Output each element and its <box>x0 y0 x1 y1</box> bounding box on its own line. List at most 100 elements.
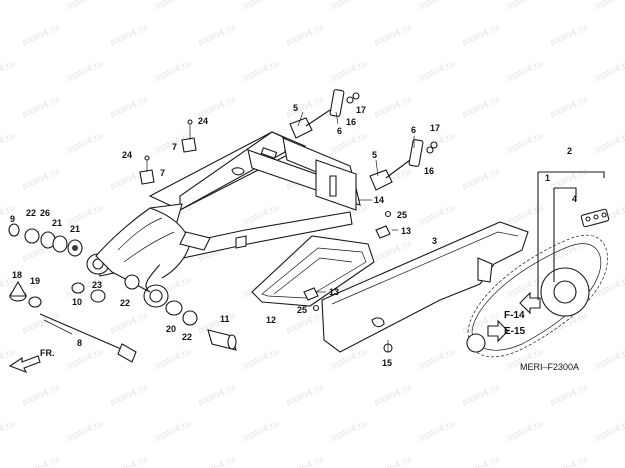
watermark-text: moto4.ru <box>549 382 589 409</box>
watermark-text: moto4.ru <box>197 382 237 409</box>
watermark-text: moto4.ru <box>65 58 105 85</box>
watermark-text: moto4.ru <box>505 418 545 445</box>
watermark-text: moto4.ru <box>241 418 281 445</box>
watermark-text: moto4.ru <box>329 0 369 13</box>
callout-22-top: 22 <box>26 208 36 218</box>
watermark-text: moto4.ru <box>549 94 589 121</box>
leader-lines <box>43 111 415 352</box>
watermark-text: moto4.ru <box>461 166 501 193</box>
watermark-text: moto4.ru <box>109 382 149 409</box>
front-direction-arrow: FR. <box>8 348 55 374</box>
watermark-text: moto4.ru <box>21 94 61 121</box>
watermark-text: moto4.ru <box>109 310 149 337</box>
watermark-text: moto4.ru <box>197 22 237 49</box>
callout-23: 23 <box>92 280 102 290</box>
watermark-text: moto4.ru <box>65 418 105 445</box>
diagram-code: MERI–F2300A <box>520 362 579 372</box>
callout-17-upper: 17 <box>356 105 366 115</box>
watermark-text: moto4.ru <box>505 130 545 157</box>
watermark-text: moto4.ru <box>505 202 545 229</box>
callout-24-upper: 24 <box>198 116 208 126</box>
watermark-text: moto4.ru <box>329 130 369 157</box>
callout-2: 2 <box>567 146 572 156</box>
watermark-text: moto4.ru <box>549 454 589 468</box>
watermark-text: moto4.ru <box>461 22 501 49</box>
watermark-text: moto4.ru <box>461 454 501 468</box>
slider-bolts <box>303 210 393 353</box>
watermark-text: moto4.ru <box>373 454 413 468</box>
watermark-text: moto4.ru <box>153 418 193 445</box>
watermark-text: moto4.ru <box>461 382 501 409</box>
watermark-text: moto4.ru <box>549 238 589 265</box>
watermark-text: moto4.ru <box>21 382 61 409</box>
callout-14: 14 <box>374 195 384 205</box>
watermark-text: moto4.ru <box>153 0 193 13</box>
watermark-text: moto4.ru <box>329 58 369 85</box>
watermark-text: moto4.ru <box>241 346 281 373</box>
callout-22-bottom: 22 <box>182 332 192 342</box>
watermark-text: moto4.ru <box>593 0 625 13</box>
callout-1: 1 <box>545 173 550 183</box>
watermark-text: moto4.ru <box>0 418 17 445</box>
direction-label: FR. <box>40 348 55 358</box>
watermark-text: moto4.ru <box>417 418 457 445</box>
callout-25-lower: 25 <box>297 305 307 315</box>
callout-6-lower: 6 <box>411 125 416 135</box>
watermark-text: moto4.ru <box>373 22 413 49</box>
watermark-text: moto4.ru <box>241 58 281 85</box>
watermark-text: moto4.ru <box>373 238 413 265</box>
watermark-text: moto4.ru <box>329 418 369 445</box>
watermark-text: moto4.ru <box>505 274 545 301</box>
watermark-text: moto4.ru <box>241 0 281 13</box>
watermark-text: moto4.ru <box>21 166 61 193</box>
callout-16-lower: 16 <box>424 166 434 176</box>
callout-labels: 1 2 3 4 5 5 6 6 7 7 8 9 10 11 12 13 13 1… <box>10 103 577 368</box>
upper-bolts <box>139 119 197 185</box>
callout-22-mid: 22 <box>120 298 130 308</box>
watermark-text: moto4.ru <box>461 94 501 121</box>
watermark-text: moto4.ru <box>329 346 369 373</box>
watermark-text: moto4.ru <box>21 454 61 468</box>
watermark-text: moto4.ru <box>109 94 149 121</box>
watermark-text: moto4.ru <box>593 58 625 85</box>
watermark-text: moto4.ru <box>109 22 149 49</box>
callout-6-upper: 6 <box>337 126 342 136</box>
callout-21-right: 21 <box>70 224 80 234</box>
watermark-text: moto4.ru <box>593 346 625 373</box>
watermark-text: moto4.ru <box>153 346 193 373</box>
callout-20: 20 <box>166 324 176 334</box>
callout-19: 19 <box>30 276 40 286</box>
callout-9: 9 <box>10 214 15 224</box>
watermark-text: moto4.ru <box>285 382 325 409</box>
watermark-text: moto4.ru <box>549 166 589 193</box>
chain-adjuster-upper <box>289 89 360 139</box>
master-link <box>580 208 610 228</box>
callout-5-lower: 5 <box>372 150 377 160</box>
ref-f14: F-14 <box>504 310 525 321</box>
chain-slider <box>251 235 375 307</box>
watermark-text: moto4.ru <box>505 58 545 85</box>
callout-13-upper: 13 <box>401 226 411 236</box>
callout-15: 15 <box>382 358 392 368</box>
callout-16-upper: 16 <box>346 117 356 127</box>
bearings-and-seals <box>8 223 198 326</box>
watermark-text: moto4.ru <box>373 382 413 409</box>
watermark-text: moto4.ru <box>285 22 325 49</box>
ref-e15: E-15 <box>504 326 526 337</box>
watermark-text: moto4.ru <box>0 0 17 13</box>
callout-26: 26 <box>40 208 50 218</box>
chain-adjuster-lower <box>369 139 438 191</box>
callout-13-lower: 13 <box>329 287 339 297</box>
watermark-text: moto4.ru <box>417 58 457 85</box>
callout-3: 3 <box>432 236 437 246</box>
watermark-text: moto4.ru <box>593 130 625 157</box>
swingarm <box>86 131 361 308</box>
callout-17-lower: 17 <box>430 123 440 133</box>
watermark-text: moto4.ru <box>0 130 17 157</box>
watermark-text: moto4.ru <box>417 202 457 229</box>
pivot-collar <box>207 329 237 351</box>
watermark-text: moto4.ru <box>285 454 325 468</box>
drive-chain <box>466 171 610 358</box>
